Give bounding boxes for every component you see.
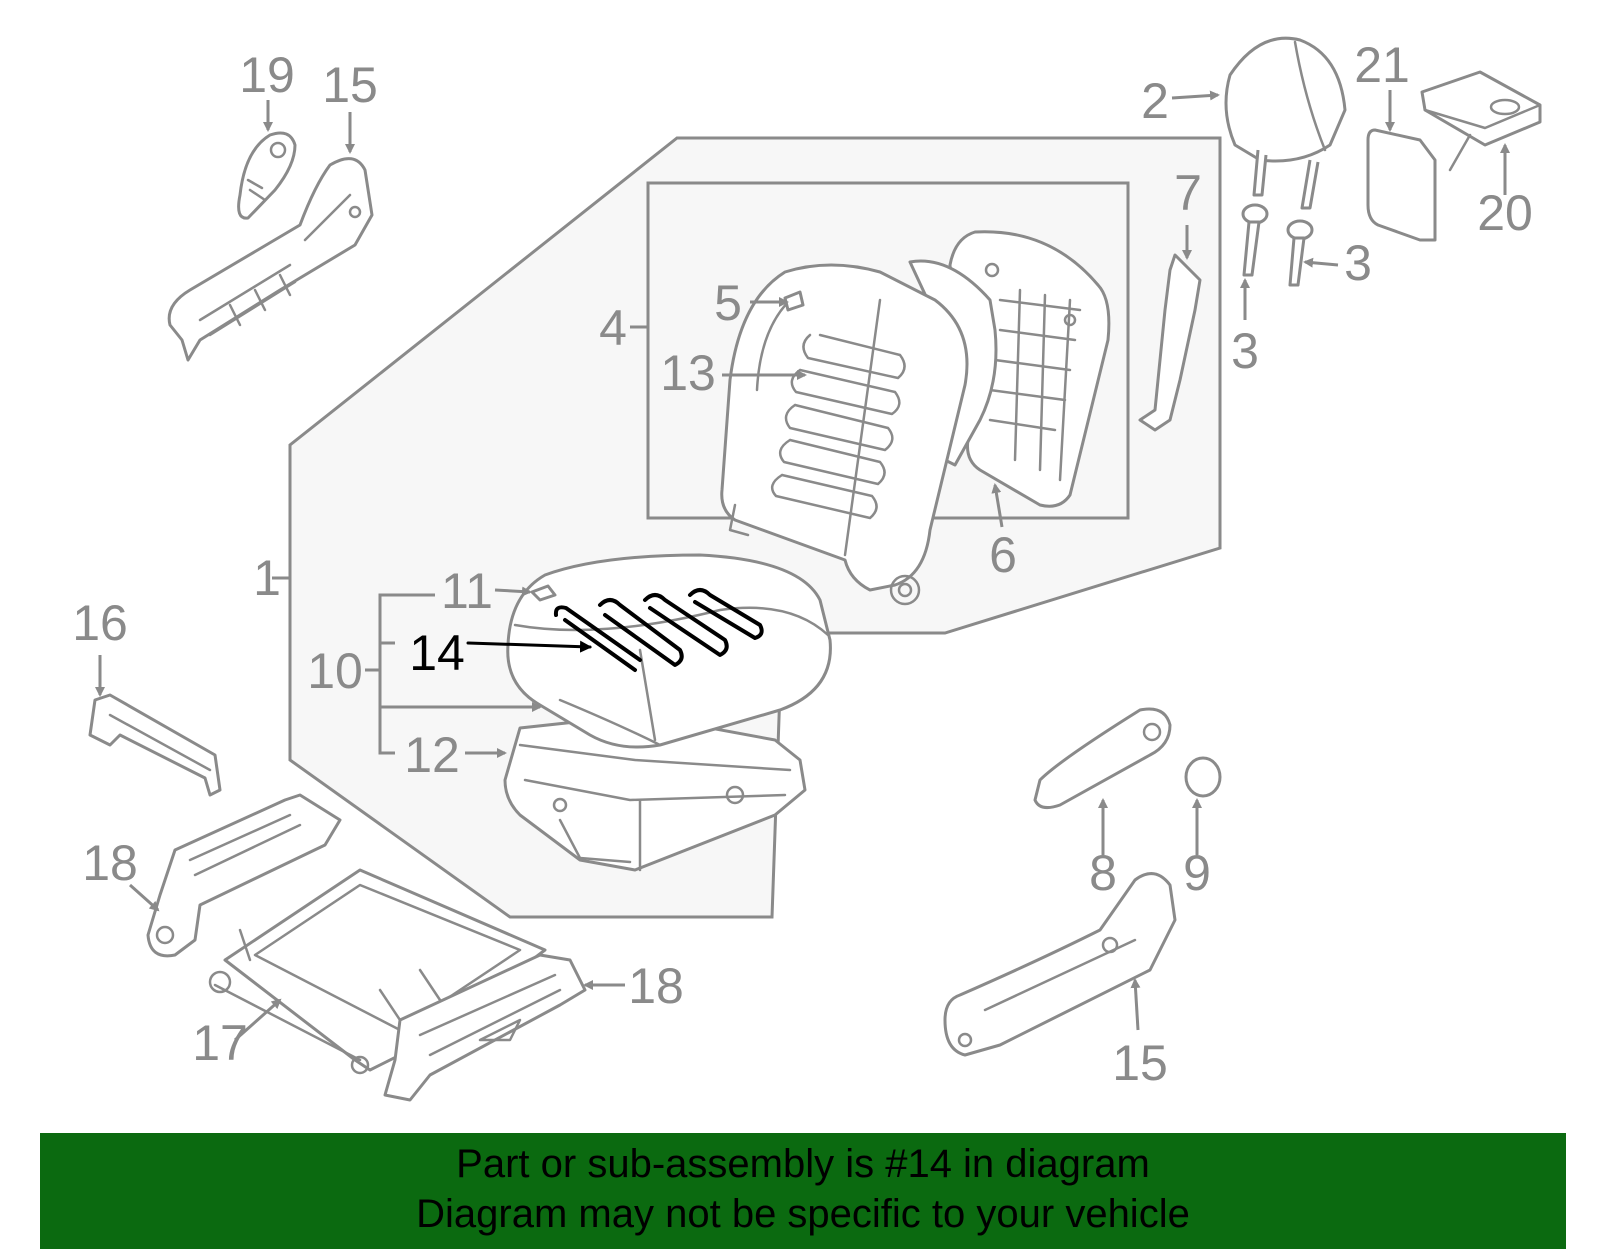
headrest-guide-part-3-left <box>1241 203 1269 277</box>
callout-18-left: 18 <box>82 835 138 891</box>
info-banner: Part or sub-assembly is #14 in diagram D… <box>40 1133 1566 1249</box>
callout-16: 16 <box>72 595 128 651</box>
callout-14: 14 <box>409 625 465 681</box>
callout-4: 4 <box>599 300 627 356</box>
clip-part-11 <box>530 584 557 602</box>
cap-part-9 <box>1184 756 1222 798</box>
trim-part-16 <box>88 693 222 797</box>
callout-13: 13 <box>660 345 716 401</box>
callout-9: 9 <box>1183 845 1211 901</box>
callout-15-upper: 15 <box>322 57 378 113</box>
callout-8: 8 <box>1089 845 1117 901</box>
seatback-heater-part-13 <box>770 333 906 520</box>
callout-3-lower: 3 <box>1231 323 1259 379</box>
callout-2: 2 <box>1141 73 1169 129</box>
callout-17: 17 <box>192 1015 248 1071</box>
callout-20: 20 <box>1477 185 1533 241</box>
callout-1: 1 <box>253 550 281 606</box>
callout-18-right: 18 <box>628 958 684 1014</box>
callout-15-lower: 15 <box>1112 1035 1168 1091</box>
callout-10: 10 <box>307 643 363 699</box>
rail-cover-part-18-right <box>383 953 587 1102</box>
knob-part-19 <box>237 131 297 220</box>
callout-11: 11 <box>441 563 493 619</box>
seat-track-part-17 <box>208 868 547 1075</box>
rail-cover-part-18-left <box>146 793 342 958</box>
leader-lines <box>95 90 1510 1042</box>
switch-part-20 <box>1420 70 1542 172</box>
callout-21: 21 <box>1354 37 1410 93</box>
headrest-part-2 <box>1224 36 1347 210</box>
seat-cushion-frame-part-12 <box>503 713 807 872</box>
callout-7: 7 <box>1174 165 1202 221</box>
banner-line-part: Part or sub-assembly is #14 in diagram <box>456 1142 1150 1186</box>
side-cover-part-15-lower <box>943 872 1177 1057</box>
callout-3-upper: 3 <box>1344 235 1372 291</box>
banner-line-disclaimer: Diagram may not be specific to your vehi… <box>416 1192 1190 1236</box>
callout-19: 19 <box>239 47 295 103</box>
side-cover-part-15-upper <box>167 157 374 362</box>
panel-part-21 <box>1366 128 1437 242</box>
headrest-guide-part-3-right <box>1286 219 1314 287</box>
callout-5: 5 <box>714 275 742 331</box>
side-trim-part-7 <box>1138 253 1202 432</box>
seat-heater-part-14 <box>553 588 764 672</box>
seat-cushion-part-10 <box>506 553 832 749</box>
callout-6: 6 <box>989 527 1017 583</box>
handle-part-8 <box>1033 707 1172 810</box>
callout-12: 12 <box>404 727 460 783</box>
